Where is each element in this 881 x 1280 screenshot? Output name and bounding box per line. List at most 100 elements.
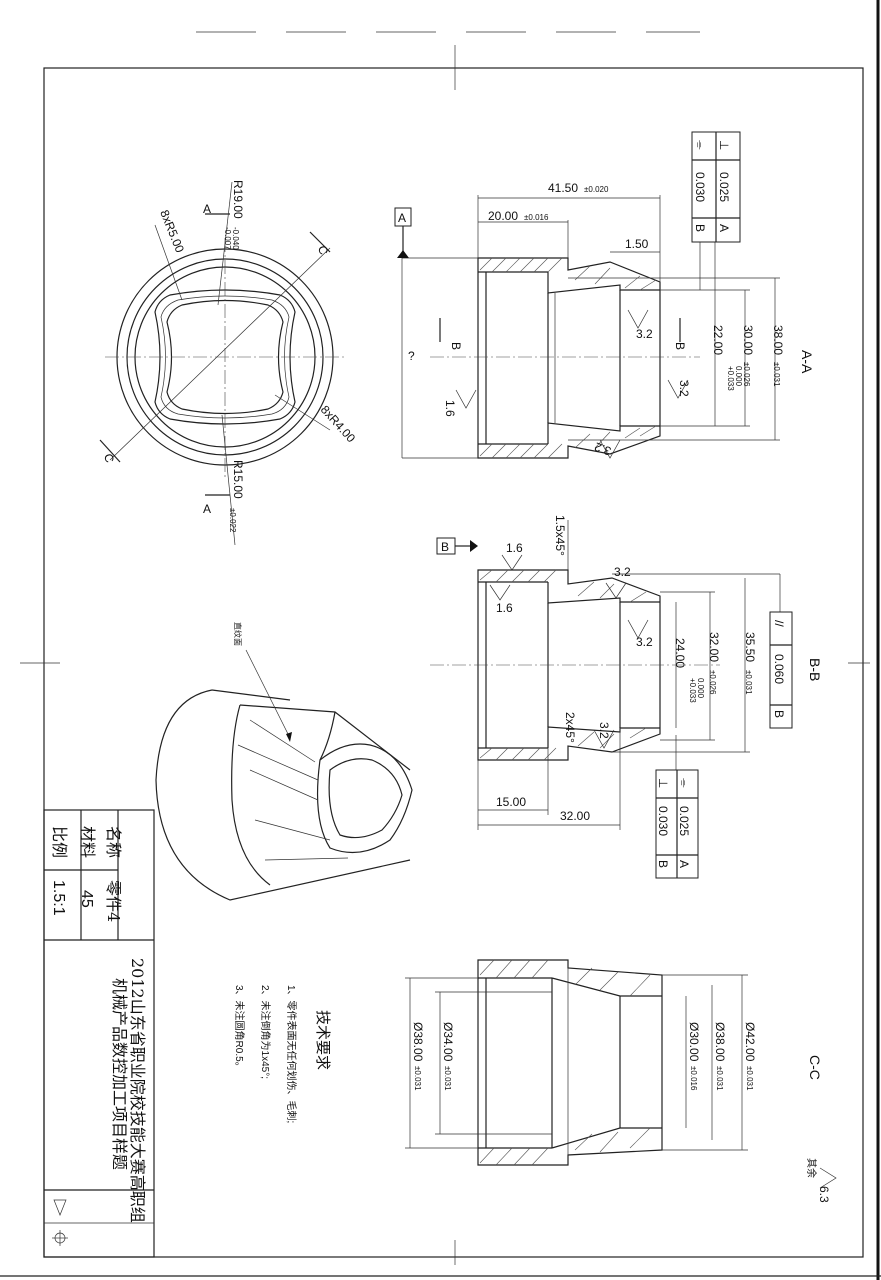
r5-dimension: 8xR5.00 bbox=[157, 208, 187, 255]
aa-d22-tol-upper: +0.033 bbox=[726, 366, 735, 391]
cc-d38-in: Ø38.00 bbox=[713, 1022, 727, 1062]
aa-d38: 38.00 bbox=[771, 325, 785, 355]
aa-roughness-a: 3.2 bbox=[636, 327, 653, 341]
aa-len-total-tol: ±0.020 bbox=[584, 185, 609, 194]
title-line-2: 机械产品数控加工项目样题 bbox=[110, 978, 129, 1170]
cc-d34-tol: ±0.031 bbox=[443, 1066, 452, 1091]
bb-roughness-16b: 1.6 bbox=[496, 601, 513, 615]
bb-chamfer-2: 2x45° bbox=[563, 712, 577, 743]
title-scale-value: 1.5:1 bbox=[50, 880, 67, 916]
cc-d30-tol: ±0.016 bbox=[689, 1066, 698, 1091]
fcf-top bbox=[691, 131, 741, 243]
bb-d35: 35.50 bbox=[743, 632, 757, 662]
fcf-parallel-datum: B bbox=[772, 710, 786, 718]
aa-roughness-b: 3.2 bbox=[677, 380, 691, 397]
bb-len-32: 32.00 bbox=[560, 809, 590, 823]
title-material-label: 材料 bbox=[78, 826, 97, 858]
bb-len-15: 15.00 bbox=[496, 795, 526, 809]
aa-roughness-16: 1.6 bbox=[443, 400, 457, 417]
bb-d32-tol: ±0.026 bbox=[708, 670, 717, 695]
bb-d32: 32.00 bbox=[707, 632, 721, 662]
r19-dimension: R19.00 bbox=[231, 180, 245, 219]
datum-b-label: B bbox=[441, 540, 449, 554]
fcf-mid bbox=[655, 769, 699, 879]
front-view bbox=[99, 181, 345, 546]
view-aa-label: A-A bbox=[799, 350, 815, 374]
aa-d38-tol: ±0.031 bbox=[772, 362, 781, 387]
datum-a-label: A bbox=[398, 211, 406, 225]
r19-tol-lower: -0.040 bbox=[231, 227, 240, 250]
fcf-mid-row1-symbol: ⌯ bbox=[677, 778, 691, 788]
title-scale-label: 比例 bbox=[50, 826, 69, 858]
section-a-bottom: A bbox=[203, 502, 211, 516]
r19-tol-upper: -0.007 bbox=[223, 227, 232, 250]
section-c-top: C bbox=[315, 244, 331, 256]
fcf-top-row2-symbol: ⊥ bbox=[717, 140, 731, 150]
bb-roughness-16a: 1.6 bbox=[506, 541, 523, 555]
section-b-right: B bbox=[673, 342, 687, 350]
aa-len-150: 1.50 bbox=[625, 237, 649, 251]
aa-d30-tol: ±0.026 bbox=[742, 362, 751, 387]
bb-chamfer-15: 1.5x45° bbox=[553, 515, 567, 556]
ruled-surface-label: 直纹面 bbox=[233, 622, 243, 646]
fcf-top-row1-value: 0.025 bbox=[717, 172, 731, 202]
title-line-1: 2012山东省职业院校技能大赛高职组 bbox=[128, 958, 147, 1223]
roughness-note-prefix: 其余 bbox=[805, 1158, 818, 1178]
fcf-top-row2-datum: B bbox=[693, 224, 707, 232]
cc-d30: Ø30.00 bbox=[687, 1022, 701, 1062]
section-a-top: A bbox=[203, 202, 211, 216]
aa-d22-tol-lower: 0.000 bbox=[734, 366, 743, 387]
title-material-value: 45 bbox=[78, 890, 95, 908]
r4-dimension: 8xR4.00 bbox=[318, 403, 359, 446]
fcf-top-row2-value: 0.030 bbox=[693, 172, 707, 202]
fcf-parallel-value: 0.060 bbox=[772, 654, 786, 684]
view-cc-label: C-C bbox=[807, 1055, 823, 1080]
cc-d38-in-tol: ±0.031 bbox=[715, 1066, 724, 1091]
aa-d30: 30.00 bbox=[741, 325, 755, 355]
section-aa-view bbox=[401, 195, 780, 459]
title-block bbox=[43, 809, 155, 1258]
cc-d42: Ø42.00 bbox=[743, 1022, 757, 1062]
bb-roughness-32b: 3.2 bbox=[636, 635, 653, 649]
aa-len-total: 41.50 bbox=[548, 181, 578, 195]
tech-req-title: 技术要求 bbox=[314, 1010, 332, 1070]
section-bb-view bbox=[430, 520, 781, 830]
aa-len-20: 20.00 bbox=[488, 209, 518, 223]
cc-d38-out: Ø38.00 bbox=[411, 1022, 425, 1062]
fcf-mid-row2-value: 0.030 bbox=[656, 806, 670, 836]
roughness-note-symbol bbox=[819, 1167, 837, 1189]
title-name-label: 名称 bbox=[104, 826, 123, 858]
roughness-note-value: 6.3 bbox=[817, 1186, 831, 1203]
section-cc-view bbox=[405, 959, 748, 1166]
fcf-mid-row2-symbol: ⊥ bbox=[656, 778, 670, 788]
bb-d35-tol: ±0.031 bbox=[744, 670, 753, 695]
fcf-parallel-symbol: // bbox=[772, 620, 786, 627]
fcf-mid-row2-datum: B bbox=[656, 860, 670, 868]
fcf-parallel bbox=[769, 611, 793, 729]
tech-req-item-1: 1、零件表面无任何划伤、毛刺; bbox=[285, 985, 298, 1123]
aa-question-mark: ? bbox=[408, 349, 415, 363]
r15-dimension: R15.00 bbox=[231, 460, 245, 499]
cc-d34: Ø34.00 bbox=[441, 1022, 455, 1062]
cc-d42-tol: ±0.031 bbox=[745, 1066, 754, 1091]
bb-roughness-32a: 3.2 bbox=[614, 565, 631, 579]
isometric-view bbox=[155, 649, 413, 901]
tech-req-item-3: 3、未注圆角R0.5。 bbox=[233, 985, 246, 1072]
bb-roughness-32c: 3.2 bbox=[597, 722, 611, 739]
fcf-mid-row1-datum: A bbox=[677, 860, 691, 868]
datum-b-box bbox=[436, 537, 478, 555]
fcf-top-row1-symbol: ⌯ bbox=[693, 140, 707, 150]
aa-len-20-tol: ±0.016 bbox=[524, 213, 549, 222]
section-b-left: B bbox=[449, 342, 463, 350]
bb-d24: 24.00 bbox=[673, 638, 687, 668]
r15-tolerance: ±0.022 bbox=[228, 508, 237, 533]
datum-a-box bbox=[394, 207, 412, 258]
bb-d24-tol-lower: 0.000 bbox=[696, 678, 705, 699]
fcf-top-row1-datum: A bbox=[717, 224, 731, 232]
cc-d38-out-tol: ±0.031 bbox=[413, 1066, 422, 1091]
aa-roughness-c: 3.2 bbox=[592, 439, 613, 458]
aa-d22: 22.00 bbox=[711, 325, 725, 355]
section-c-bottom: C bbox=[101, 452, 117, 464]
